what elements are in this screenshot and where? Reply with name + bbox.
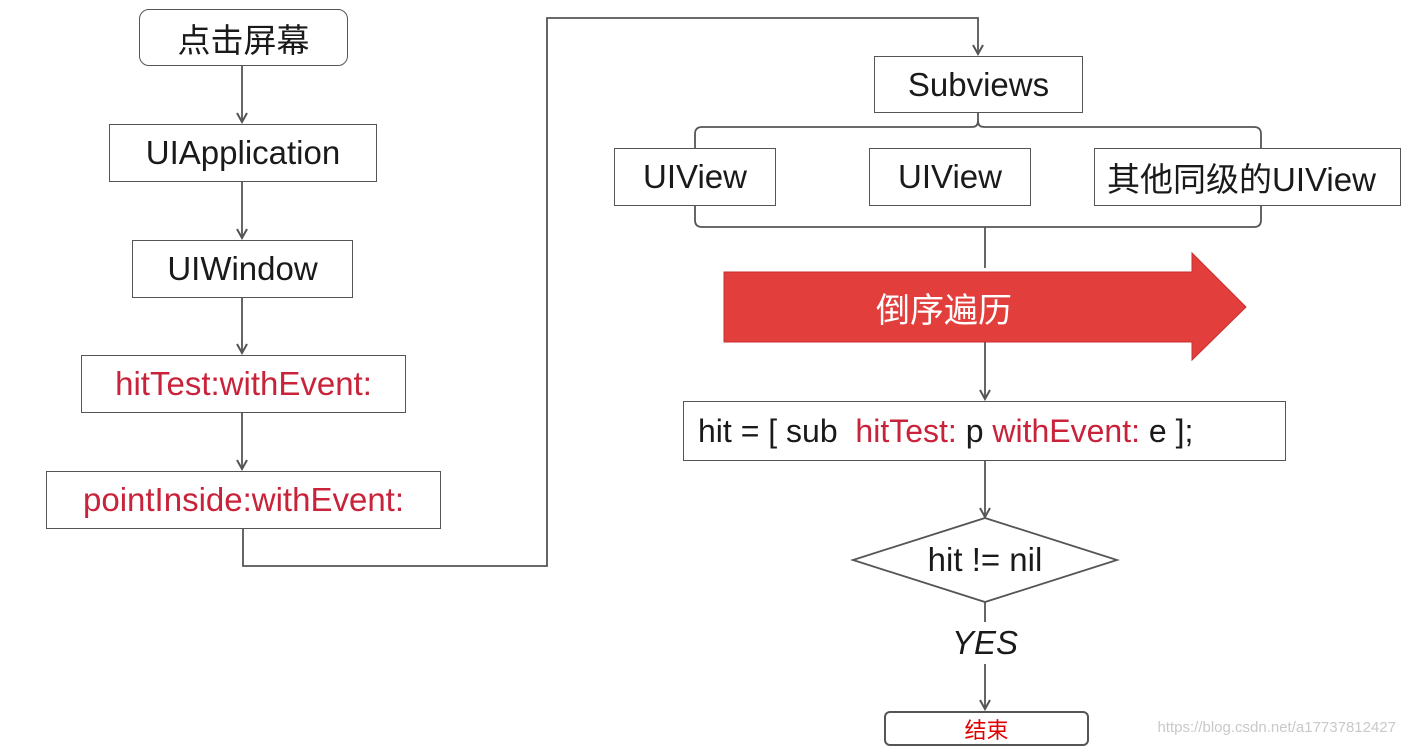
pointinside-node: pointInside:withEvent: bbox=[46, 471, 441, 529]
code-withevent-keyword: withEvent: bbox=[992, 412, 1140, 449]
code-part-1: hit = [ sub bbox=[698, 412, 856, 449]
code-part-2: p bbox=[956, 412, 993, 449]
uiview-node-1: UIView bbox=[614, 148, 776, 206]
condition-label: hit != nil bbox=[927, 541, 1043, 578]
sibling-uiview-node: 其他同级的UIView bbox=[1094, 148, 1401, 206]
yes-label: YES bbox=[951, 624, 1019, 661]
condition-diamond bbox=[850, 517, 1120, 603]
connector-to-subviews bbox=[242, 17, 978, 567]
uiwindow-node: UIWindow bbox=[132, 240, 353, 298]
hittest-code-node: hit = [ sub hitTest: p withEvent: e ]; bbox=[683, 401, 1286, 461]
watermark: https://blog.csdn.net/a17737812427 bbox=[1157, 718, 1396, 736]
traverse-label: 倒序遍历 bbox=[876, 291, 1012, 330]
code-hittest-keyword: hitTest: bbox=[855, 412, 957, 449]
end-node: 结束 bbox=[884, 711, 1089, 746]
uiapplication-node: UIApplication bbox=[109, 124, 377, 182]
subviews-node: Subviews bbox=[874, 56, 1083, 113]
hittest-node: hitTest:withEvent: bbox=[81, 355, 406, 413]
code-part-3: e ]; bbox=[1140, 412, 1194, 449]
traverse-arrow bbox=[723, 251, 1247, 362]
tap-screen-node: 点击屏幕 bbox=[139, 9, 348, 66]
views-bracket-bottom bbox=[694, 206, 1262, 228]
subviews-bracket-top bbox=[694, 113, 979, 148]
uiview-node-2: UIView bbox=[869, 148, 1031, 206]
